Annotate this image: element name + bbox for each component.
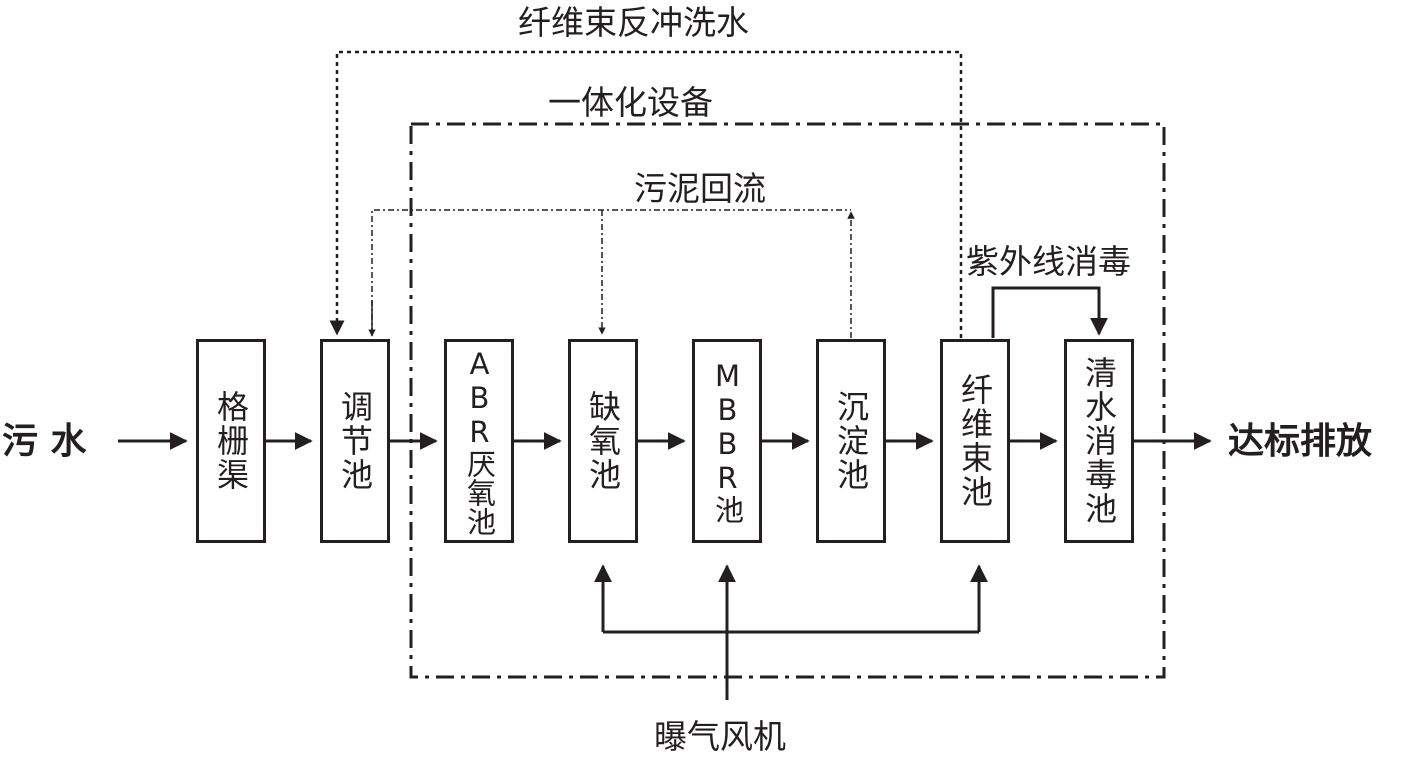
- abr-anaerobic-tank-label: ABR厌氧池: [462, 346, 497, 536]
- fiber-bundle-tank-box: 纤维束池: [940, 339, 1010, 543]
- uv-disinfection-label: 紫外线消毒: [966, 242, 1131, 281]
- integrated-equipment-boundary: [409, 122, 1166, 679]
- sludge-return-header: [371, 209, 851, 334]
- mbbr-tank-box: MBBR池: [692, 339, 762, 543]
- disinfection-tank-label: 清水消毒池: [1080, 356, 1118, 526]
- aeration-blower-label: 曝气风机: [654, 717, 786, 756]
- fiber-bundle-tank-label: 纤维束池: [956, 373, 994, 509]
- screen-channel-label: 格栅渠: [212, 390, 250, 492]
- sedimentation-tank-box: 沉淀池: [816, 339, 886, 543]
- uv-disinfection-line: [991, 286, 1108, 338]
- anoxic-tank-box: 缺氧池: [568, 339, 638, 543]
- equalization-tank-label: 调节池: [336, 390, 374, 492]
- backwash-return-line: [329, 50, 963, 338]
- disinfection-tank-box: 清水消毒池: [1064, 339, 1134, 543]
- anoxic-tank-label: 缺氧池: [584, 390, 622, 492]
- equalization-tank-box: 调节池: [320, 339, 390, 543]
- screen-channel-box: 格栅渠: [196, 339, 266, 543]
- sedimentation-tank-label: 沉淀池: [832, 390, 870, 492]
- integrated-equipment-label: 一体化设备: [548, 83, 713, 122]
- inflow-label: 污 水: [2, 421, 87, 462]
- outflow-label: 达标排放: [1228, 421, 1373, 462]
- abr-anaerobic-tank-box: ABR厌氧池: [444, 339, 514, 543]
- backwash-label: 纤维束反冲洗水: [518, 3, 749, 42]
- sludge-return-label: 污泥回流: [634, 169, 766, 208]
- mbbr-tank-label: MBBR池: [710, 358, 745, 524]
